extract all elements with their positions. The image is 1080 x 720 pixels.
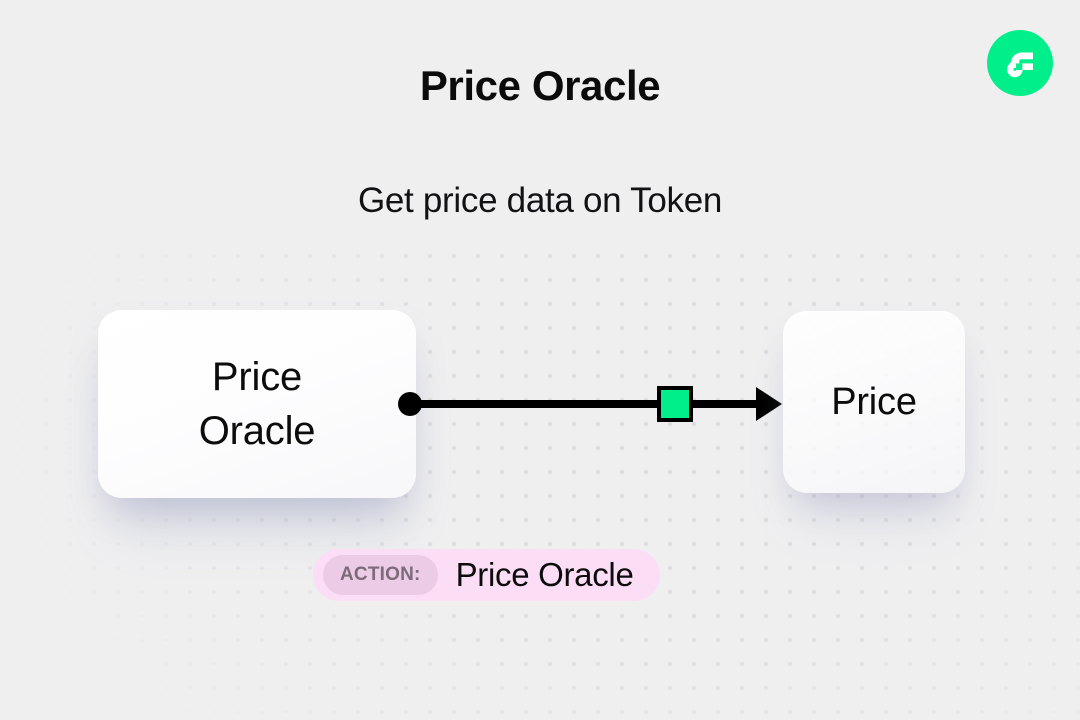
connector-price-oracle-to-price — [398, 380, 790, 428]
node-price-oracle-label: Price Oracle — [198, 355, 316, 453]
node-price-oracle[interactable]: Price Oracle — [98, 310, 416, 498]
connector-arrowhead — [756, 387, 782, 421]
connector-flow-marker — [657, 386, 693, 422]
node-price-label: Price — [831, 380, 917, 423]
connector-line — [414, 400, 772, 408]
node-price[interactable]: Price — [783, 311, 965, 493]
flow-logo-icon — [987, 30, 1053, 96]
page-title: Price Oracle — [419, 62, 661, 109]
page-subtitle: Get price data on Token — [357, 181, 723, 220]
action-badge-chip-label: ACTION: — [323, 555, 438, 595]
action-badge: ACTION: Price Oracle — [313, 549, 660, 601]
action-badge-value: Price Oracle — [455, 556, 634, 593]
